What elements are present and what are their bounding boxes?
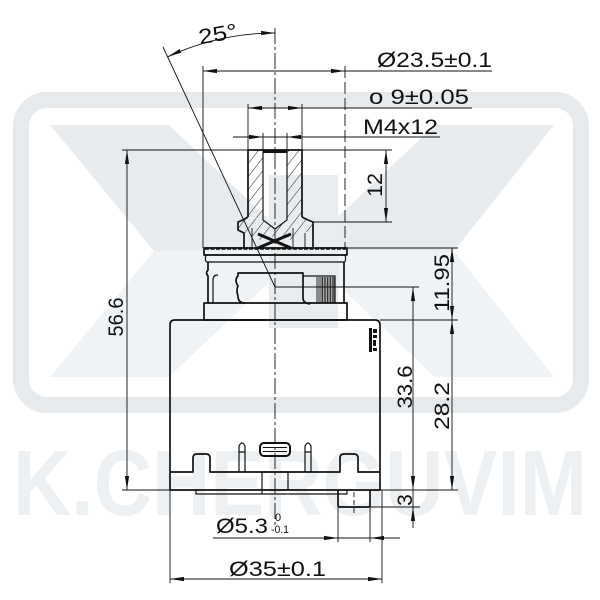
label-overall-height: 56.6 <box>105 298 128 337</box>
watermark-logo: K.CHERGUVIM <box>13 92 589 535</box>
label-pin-diameter: Ø5.3 <box>216 515 268 538</box>
body-center-slot <box>259 442 291 457</box>
body-pin-left <box>238 442 246 472</box>
label-height-to-base: 33.6 <box>394 366 417 409</box>
body-outline <box>169 319 381 491</box>
stem-cross-mark <box>257 232 292 250</box>
label-angle: 25° <box>197 20 239 49</box>
label-thread-depth: 12 <box>364 173 387 197</box>
housing-arch <box>235 272 311 305</box>
knurl-lines <box>316 277 335 303</box>
label-upper-height: 11.95 <box>431 254 454 312</box>
label-thread: M4x12 <box>363 116 438 139</box>
watermark-frame <box>13 92 589 413</box>
thread-bore-top <box>263 150 287 153</box>
label-top-diameter: Ø23.5±0.1 <box>377 49 492 72</box>
label-body-diameter: Ø35±0.1 <box>229 558 326 581</box>
body-marking <box>369 328 377 352</box>
angle-leg <box>162 46 276 288</box>
main-body <box>169 319 381 516</box>
locating-pin <box>337 490 371 508</box>
thread-bore <box>262 152 288 230</box>
upper-housing <box>203 247 348 321</box>
stem-hex-right <box>301 216 314 248</box>
label-pin-lower-tolerance: -0.1 <box>271 524 289 536</box>
angle-arc <box>167 30 276 58</box>
body-pin-right <box>304 442 312 472</box>
body-bottom-plate <box>195 490 348 495</box>
label-pin-height: 3 <box>394 494 417 506</box>
dimension-lines <box>122 30 492 583</box>
dimension-labels: 25° Ø23.5±0.1 o 9±0.05 M4x12 12 56.6 11.… <box>105 20 492 581</box>
watermark-center-bar <box>269 175 338 328</box>
label-body-height: 28.2 <box>431 382 454 430</box>
label-pin-upper-tolerance: 0 <box>275 512 281 524</box>
watermark-text: K.CHERGUVIM <box>13 431 587 535</box>
label-stem-diameter: o 9±0.05 <box>369 86 469 109</box>
